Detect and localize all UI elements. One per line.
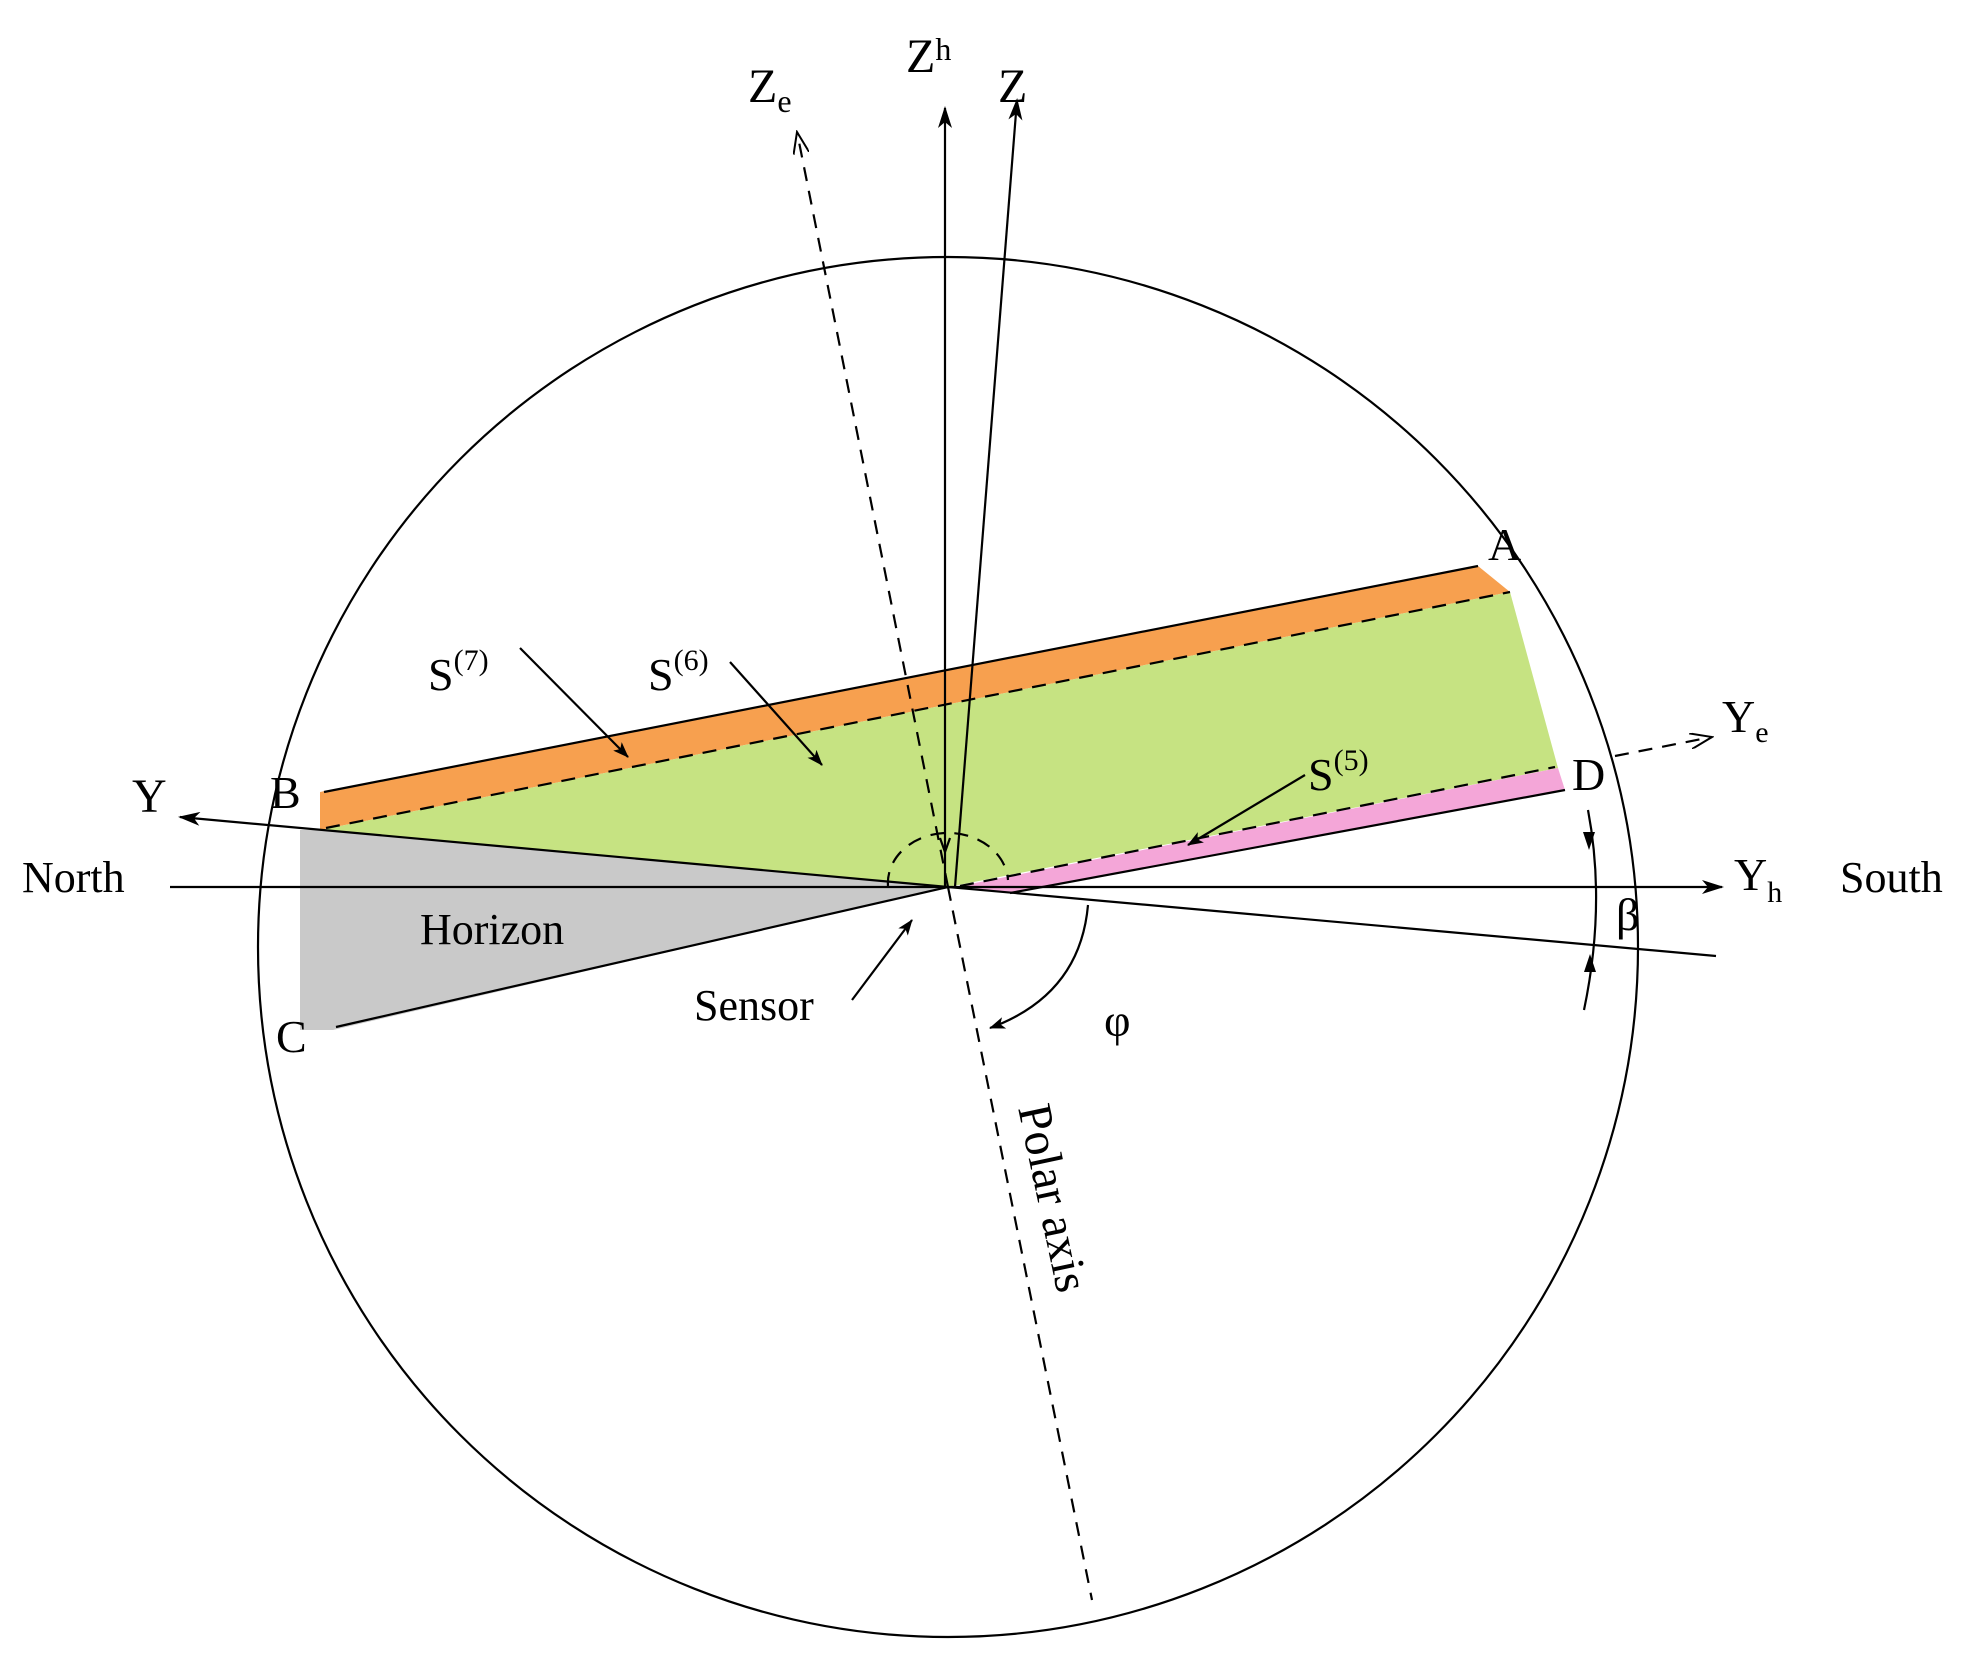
beta-arrow-bottom <box>1584 954 1596 972</box>
label-phi: φ <box>1104 995 1131 1046</box>
line-s5-inner-dashed <box>959 765 1556 888</box>
label-north: North <box>22 853 125 902</box>
label-beta: β <box>1616 889 1639 940</box>
label-axis-y: Y <box>132 770 167 823</box>
label-horizon: Horizon <box>420 905 564 954</box>
ze-axis <box>797 132 950 888</box>
y-axis <box>178 811 949 889</box>
line-sensor-to-c <box>335 885 949 1029</box>
label-s7: S(7) <box>428 644 489 700</box>
s5-leader <box>1187 774 1306 846</box>
label-point-a: A <box>1488 519 1521 570</box>
beta-arrow-top <box>1583 832 1595 850</box>
label-point-c: C <box>276 1011 307 1062</box>
sensor-leader <box>851 919 913 1001</box>
band-s5 <box>960 768 1565 893</box>
field-circle <box>256 255 1640 1639</box>
label-south: South <box>1840 853 1943 902</box>
ye-axis <box>1614 737 1712 758</box>
label-axis-yh: Yh <box>1734 849 1782 909</box>
horizon-region <box>300 830 948 1030</box>
phi-arc <box>989 904 1090 1030</box>
label-point-b: B <box>270 767 301 818</box>
label-polar-axis: Polar axis <box>1007 1099 1098 1296</box>
label-axis-zh: Zh <box>906 30 951 83</box>
label-point-d: D <box>1572 749 1605 800</box>
y-axis-extension <box>947 885 1717 958</box>
sensor-tick <box>938 837 952 856</box>
band-s6 <box>320 592 1558 887</box>
label-axis-z: Z <box>998 60 1027 113</box>
sensor-angle-arc <box>886 831 1010 887</box>
line-b-to-a <box>323 564 1479 794</box>
polar-axis-line <box>946 886 1094 1601</box>
label-s5: S(5) <box>1308 744 1369 800</box>
z-axis <box>953 98 1023 888</box>
band-s7 <box>320 566 1510 830</box>
label-axis-ze: Ze <box>748 60 792 119</box>
label-axis-ye: Ye <box>1722 691 1769 749</box>
s6-leader <box>729 661 823 766</box>
label-s6: S(6) <box>648 644 709 700</box>
line-d-lower <box>1009 788 1566 895</box>
s7-leader <box>519 647 629 758</box>
label-sensor: Sensor <box>694 981 814 1030</box>
line-s7-inner-dashed <box>325 590 1511 830</box>
